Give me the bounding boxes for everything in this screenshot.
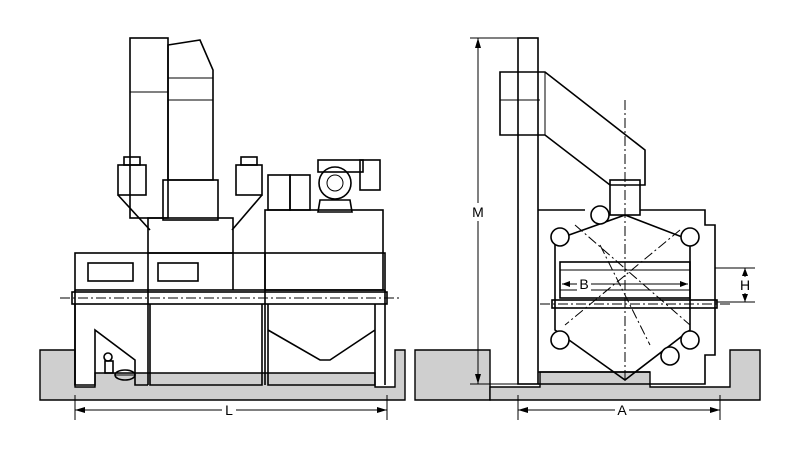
side-elevation xyxy=(499,37,730,385)
length-label: L xyxy=(225,402,233,418)
front-elevation xyxy=(60,37,400,386)
height-dimension: M xyxy=(470,37,518,385)
floor-right xyxy=(414,349,761,401)
height-label: M xyxy=(472,204,484,220)
belt-width-label: B xyxy=(579,276,588,292)
blast-height-dimension: H xyxy=(715,267,755,303)
width-dimension: A xyxy=(517,395,721,420)
width-label: A xyxy=(617,402,627,418)
floor-left xyxy=(39,349,406,401)
length-dimension: L xyxy=(74,395,388,420)
blast-height-label: H xyxy=(740,277,750,293)
belt-width-dimension: B xyxy=(562,276,688,292)
